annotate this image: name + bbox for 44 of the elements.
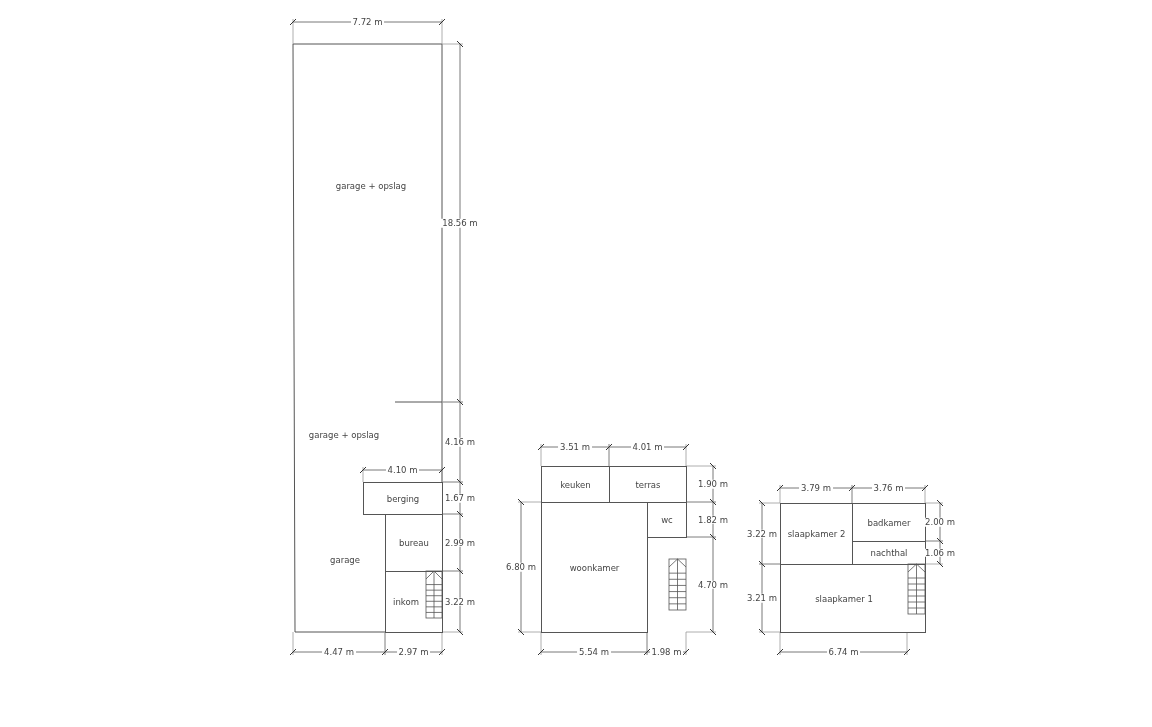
room-outline xyxy=(363,482,443,515)
room-outline xyxy=(609,466,687,503)
room-label: garage + opslag xyxy=(335,181,407,191)
dimension-label: 6.74 m xyxy=(826,647,861,657)
room-label: keuken xyxy=(560,479,591,490)
room-label: slaapkamer 2 xyxy=(787,529,846,539)
room-label: garage + opslag xyxy=(308,430,380,440)
room-outline xyxy=(541,466,610,503)
room-label: slaapkamer 1 xyxy=(815,593,873,604)
dimension-label: 1.67 m xyxy=(443,493,477,503)
dimension-label: 1.90 m xyxy=(696,479,730,489)
room-label: woonkamer xyxy=(569,562,620,573)
room-label: wc xyxy=(661,515,673,525)
dimension-label: 1.06 m xyxy=(923,548,957,557)
dimension-label: 3.79 m xyxy=(799,483,833,493)
dimension-label: 2.00 m xyxy=(923,517,957,527)
room-outline xyxy=(647,502,687,538)
dimension-label: 2.97 m xyxy=(396,647,431,657)
room-label: garage xyxy=(330,555,360,565)
dimension-label: 4.10 m xyxy=(385,465,420,475)
room-outline xyxy=(541,502,648,633)
dimension-label: 7.72 m xyxy=(350,17,385,27)
room-label: terras xyxy=(635,479,661,490)
dimension-label: 1.82 m xyxy=(696,515,730,524)
dimension-label: 3.76 m xyxy=(871,483,906,493)
room-outline xyxy=(780,564,926,633)
room-outline xyxy=(385,571,443,633)
room-label: bureau xyxy=(399,538,429,548)
dimension-label: 1.98 m xyxy=(649,647,684,657)
dimension-label: 3.51 m xyxy=(558,442,592,452)
dimension-label: 4.16 m xyxy=(443,437,477,447)
dimension-label: 4.47 m xyxy=(322,647,356,657)
room-outline xyxy=(780,503,853,565)
room-label: inkom xyxy=(393,597,419,607)
room-label: nachthal xyxy=(870,548,908,558)
room-outline xyxy=(852,503,926,542)
dimension-label: 4.01 m xyxy=(630,442,665,452)
dimension-label: 18.56 m xyxy=(440,218,480,228)
room-label: badkamer xyxy=(867,517,911,528)
dimension-label: 2.99 m xyxy=(443,538,477,547)
dimension-label: 4.70 m xyxy=(696,580,730,589)
room-label: berging xyxy=(386,493,420,504)
dimension-label: 5.54 m xyxy=(577,647,611,657)
room-outline xyxy=(385,514,443,572)
